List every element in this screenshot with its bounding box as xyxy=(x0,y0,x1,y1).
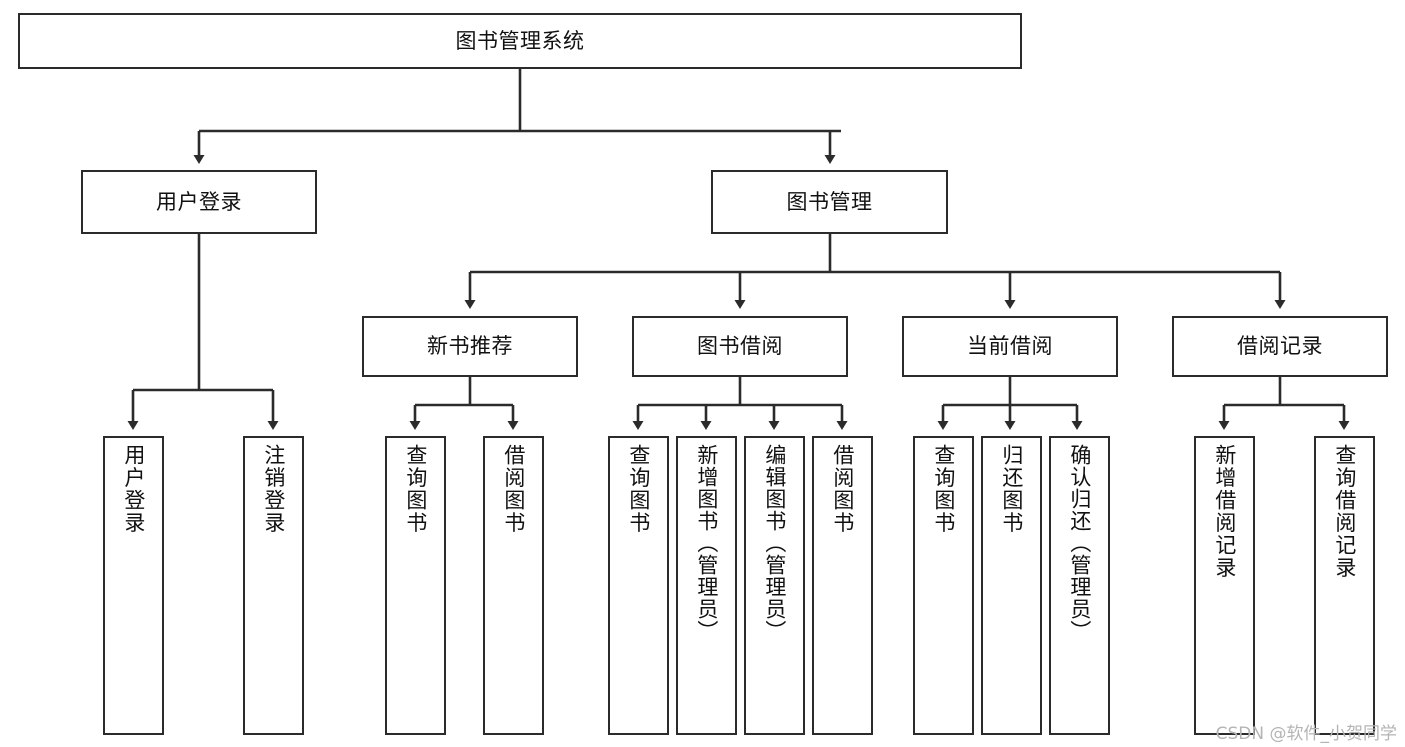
node-leaf-query-book-2[interactable]: 查询图书 xyxy=(608,436,669,735)
node-new-book-rec[interactable]: 新书推荐 xyxy=(362,316,578,377)
node-leaf-query-record-label: 查询借阅记录 xyxy=(1332,444,1357,579)
node-leaf-confirm-return-label: 确认归还（管理员） xyxy=(1067,444,1092,642)
node-book-manage-label: 图书管理 xyxy=(786,189,873,214)
node-user-login-label: 用户登录 xyxy=(156,189,242,214)
node-current-borrow-label: 当前借阅 xyxy=(967,334,1053,359)
node-leaf-logout[interactable]: 注销登录 xyxy=(243,436,304,735)
node-leaf-user-login[interactable]: 用户登录 xyxy=(103,436,164,735)
csdn-watermark: CSDN @软件_小贺同学 xyxy=(1215,724,1397,744)
node-root-label: 图书管理系统 xyxy=(455,28,585,53)
node-root[interactable]: 图书管理系统 xyxy=(18,13,1022,69)
node-leaf-edit-book-label: 编辑图书（管理员） xyxy=(762,444,787,642)
node-leaf-return-book-label: 归还图书 xyxy=(999,444,1024,534)
node-current-borrow[interactable]: 当前借阅 xyxy=(902,316,1118,377)
node-leaf-query-book-3-label: 查询图书 xyxy=(931,444,956,534)
node-leaf-logout-label: 注销登录 xyxy=(261,444,286,534)
node-leaf-add-record[interactable]: 新增借阅记录 xyxy=(1194,436,1255,735)
node-leaf-add-book-label: 新增图书（管理员） xyxy=(694,444,719,642)
node-new-book-rec-label: 新书推荐 xyxy=(427,334,513,359)
node-leaf-borrow-book-1-label: 借阅图书 xyxy=(501,444,526,534)
node-leaf-borrow-book-2-label: 借阅图书 xyxy=(830,444,855,534)
node-book-borrow[interactable]: 图书借阅 xyxy=(632,316,848,377)
node-user-login[interactable]: 用户登录 xyxy=(81,170,317,234)
node-leaf-query-record[interactable]: 查询借阅记录 xyxy=(1314,436,1375,735)
node-leaf-query-book-3[interactable]: 查询图书 xyxy=(913,436,974,735)
node-leaf-query-book-2-label: 查询图书 xyxy=(626,444,651,534)
node-borrow-record-label: 借阅记录 xyxy=(1237,334,1323,359)
node-book-borrow-label: 图书借阅 xyxy=(697,334,783,359)
node-leaf-query-book-1-label: 查询图书 xyxy=(403,444,428,534)
node-leaf-user-login-label: 用户登录 xyxy=(121,444,146,534)
node-leaf-borrow-book-1[interactable]: 借阅图书 xyxy=(483,436,544,735)
node-leaf-borrow-book-2[interactable]: 借阅图书 xyxy=(812,436,873,735)
node-leaf-edit-book[interactable]: 编辑图书（管理员） xyxy=(744,436,805,735)
node-leaf-add-book[interactable]: 新增图书（管理员） xyxy=(676,436,737,735)
node-leaf-return-book[interactable]: 归还图书 xyxy=(981,436,1042,735)
node-borrow-record[interactable]: 借阅记录 xyxy=(1172,316,1388,377)
node-book-manage[interactable]: 图书管理 xyxy=(711,170,948,234)
node-leaf-query-book-1[interactable]: 查询图书 xyxy=(385,436,446,735)
node-leaf-add-record-label: 新增借阅记录 xyxy=(1212,444,1237,579)
node-leaf-confirm-return[interactable]: 确认归还（管理员） xyxy=(1049,436,1110,735)
